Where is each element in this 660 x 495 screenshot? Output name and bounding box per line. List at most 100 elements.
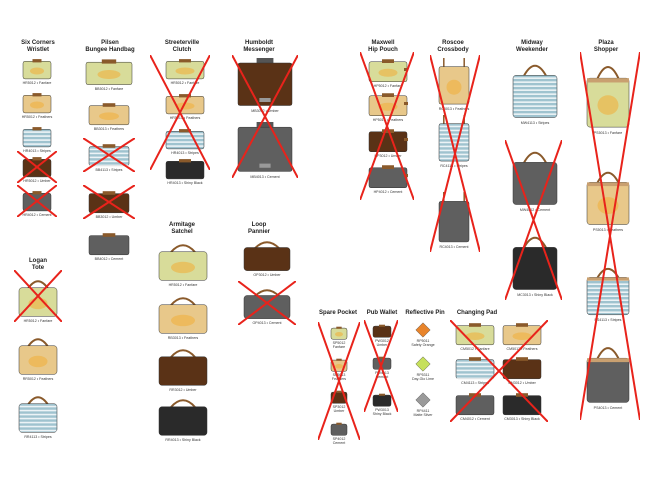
product-caption: HP5012 • Fanfare [373, 84, 403, 88]
product-swatch [372, 356, 392, 370]
product-caption: HP3012 • Umber [374, 154, 402, 158]
product-swatch [502, 322, 542, 346]
bag-illustration [165, 159, 205, 180]
product-caption: MB4013 • Cement [250, 175, 280, 179]
product-caption: HR5013 • Feathers [169, 116, 201, 120]
product-swatch [18, 276, 58, 318]
bag-illustration [165, 59, 205, 80]
product-swatch [368, 164, 408, 189]
bag-illustration [158, 349, 208, 386]
product-swatch [158, 293, 208, 335]
product-caption: RR3012 • Umber [169, 388, 197, 392]
bag-illustration [330, 326, 348, 340]
product-caption: HR5012 • Fanfare [22, 81, 52, 85]
product-swatch [414, 356, 432, 372]
bag-illustration [18, 280, 58, 317]
product-swatch [22, 126, 52, 148]
product-swatch [165, 58, 205, 80]
product-caption: PS5013 • Fanfare [593, 131, 623, 135]
bag-illustration [22, 191, 52, 212]
product-swatch [88, 190, 130, 214]
bag-illustration [586, 66, 630, 128]
product-caption: RP4411 Matte Silver [413, 409, 433, 417]
column-title: Reflective Pin [405, 310, 445, 316]
bag-illustration [502, 393, 542, 416]
product-swatch [455, 356, 495, 380]
bag-illustration [502, 357, 542, 380]
bag-illustration [438, 58, 470, 105]
product-caption: CM3013 • Shiny Black [504, 417, 540, 421]
product-swatch [237, 58, 293, 108]
bag-illustration [88, 103, 130, 126]
bag-illustration [512, 151, 558, 205]
product-caption: BB5012 • Fanfare [94, 87, 124, 91]
product-caption: BB3013 • Feathers [93, 127, 125, 131]
bag-illustration [18, 338, 58, 375]
product-caption: SP5013 Feathers [331, 373, 347, 381]
product-swatch [18, 392, 58, 434]
product-caption: HR5012 • Fanfare [168, 283, 198, 287]
bag-illustration [88, 144, 130, 167]
column-title: Armitage Satchel [168, 222, 195, 235]
product-caption: MC3013 • Shiny Black [517, 293, 553, 297]
bag-illustration [243, 241, 291, 271]
bag-illustration [165, 94, 205, 115]
product-caption: PS4113 • Stripes [594, 318, 622, 322]
product-swatch [85, 58, 133, 86]
product-swatch [502, 356, 542, 380]
product-caption: RR4013 • Shiny Black [165, 438, 201, 442]
product-swatch [586, 340, 630, 405]
product-caption: RC4013 • Cement [439, 245, 469, 249]
product-swatch [330, 326, 348, 340]
product-caption: HP5013 • Feathers [372, 118, 404, 122]
column-title: Streeterville Clutch [164, 40, 200, 53]
bag-illustration [415, 392, 431, 408]
bag-illustration [372, 393, 392, 407]
bag-illustration [165, 129, 205, 150]
product-caption: PW3013 Shiny Black [372, 408, 392, 416]
bag-illustration [85, 59, 133, 85]
product-caption: HR5012 • Fanfare [170, 81, 200, 85]
product-swatch [158, 240, 208, 282]
column-title: Humboldt Messenger [243, 40, 275, 53]
product-caption: RR5012 • Feathers [22, 377, 54, 381]
bag-illustration [243, 289, 291, 319]
product-caption: SP5012 Fanfare [332, 341, 346, 349]
bag-illustration [158, 244, 208, 281]
product-swatch [243, 286, 291, 320]
product-caption: MW4113 • Stripes [520, 121, 550, 125]
bag-illustration [88, 191, 130, 214]
column-title: Midway Weekender [516, 40, 548, 53]
bag-illustration [330, 358, 348, 372]
product-swatch [88, 102, 130, 126]
bag-illustration [372, 356, 392, 370]
column-title: Pilsen Bungee Handbag [85, 40, 135, 53]
product-caption: SP3012 Umber [332, 405, 346, 413]
product-swatch [22, 58, 52, 80]
product-swatch [18, 334, 58, 376]
product-caption: HR4012 • Cement [22, 213, 52, 217]
product-caption: PW3012 Umber [375, 339, 389, 347]
bag-illustration [438, 192, 470, 243]
bag-illustration [586, 171, 630, 225]
product-swatch [437, 115, 471, 163]
bag-illustration [368, 129, 408, 152]
product-swatch [372, 393, 392, 407]
bag-illustration [502, 323, 542, 346]
product-caption: BB4113 • Stripes [95, 168, 123, 172]
bag-illustration [88, 233, 130, 256]
product-swatch [330, 422, 348, 436]
bag-illustration [372, 324, 392, 338]
product-caption: RR4113 • Stripes [24, 435, 52, 439]
product-caption: OP3012 • Umber [253, 273, 281, 277]
bag-illustration [586, 267, 630, 316]
product-caption: CM3012 • Umber [508, 381, 536, 385]
product-caption: HR4013 • Shiny Black [167, 181, 203, 185]
product-caption: SP4012 Cement [332, 437, 346, 445]
product-caption: RP5011 Safety Orange [411, 339, 435, 347]
bag-illustration [22, 93, 52, 114]
product-swatch [502, 392, 542, 416]
bag-illustration [330, 422, 348, 436]
column-title: Spare Pocket [318, 310, 358, 316]
product-swatch [414, 322, 432, 338]
